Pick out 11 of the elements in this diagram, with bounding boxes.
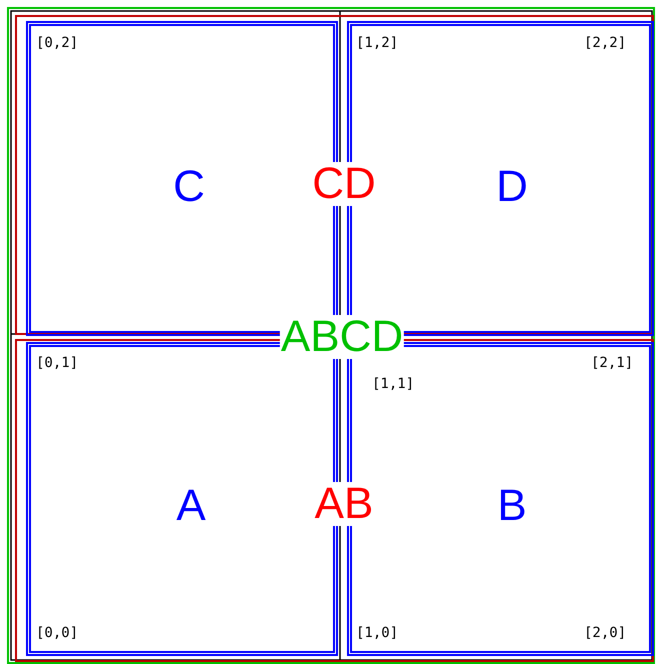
grid-coordinate: [2,0] [584,625,626,641]
grid-coordinate: [2,1] [591,355,634,371]
grid-coordinate: [1,2] [356,35,398,51]
box-label: AB [314,482,374,526]
grid-coordinate: [1,1] [372,376,414,392]
grid-coordinate: [0,0] [36,625,78,641]
grid-coordinate: [1,0] [356,625,398,641]
grid-coordinate: [2,2] [584,35,626,51]
box-label: ABCD [280,315,404,359]
grid-coordinate: [0,1] [36,355,78,371]
grid-coordinate: [0,2] [36,35,78,51]
